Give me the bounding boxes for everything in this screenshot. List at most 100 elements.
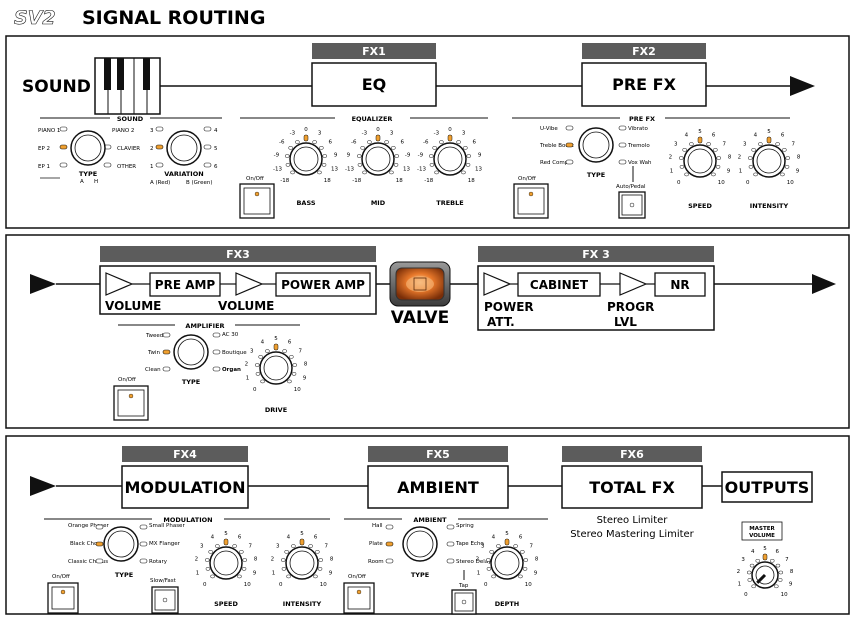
- knob-body[interactable]: [285, 546, 319, 580]
- led-active-icon: [385, 541, 394, 547]
- tick-mark: [755, 558, 760, 563]
- fx6-header: [562, 446, 702, 462]
- tick-label: 3: [674, 141, 678, 147]
- tick-mark: [312, 140, 317, 144]
- tick-mark: [284, 550, 289, 554]
- tick-label: 1: [739, 168, 743, 174]
- knob-pointer: [756, 573, 767, 584]
- sound-panel: SOUND PIANO 1 EP 2 EP 1 PIANO 2 CLAVIER …: [38, 115, 222, 186]
- tick-mark: [706, 142, 711, 146]
- modulation-panel: MODULATION Orange Phaser Black Chorus Cl…: [44, 516, 330, 614]
- knob-body[interactable]: [289, 142, 323, 176]
- prefx-type-label: TYPE: [587, 171, 605, 179]
- ambient-panel: AMBIENT Hall Plate Room Spring Tape Echo…: [343, 516, 548, 615]
- mod-type-knob[interactable]: [103, 526, 139, 562]
- tick-label: 18: [324, 178, 331, 184]
- tick-mark: [496, 544, 501, 548]
- outputs-block[interactable]: [721, 471, 813, 503]
- tick-mark: [291, 372, 297, 376]
- mod-option-classic-chorus: Classic Chorus: [68, 559, 108, 565]
- tick-mark: [428, 154, 434, 158]
- totalfx-block[interactable]: [561, 465, 703, 509]
- fx5-header: [368, 446, 508, 462]
- led-active-icon: [155, 144, 164, 150]
- variation-mark: 4: [214, 128, 218, 134]
- tick-mark: [282, 349, 287, 353]
- poweramp-block[interactable]: [275, 272, 371, 297]
- variation-knob[interactable]: [166, 130, 202, 166]
- nr-block[interactable]: [654, 272, 706, 297]
- master-label-2: VOLUME: [749, 533, 775, 539]
- prefx-type-knob[interactable]: [578, 127, 614, 163]
- mod-option-small-phaser: Small Phaser: [149, 523, 185, 529]
- tick-mark: [281, 567, 287, 571]
- piano-keyboard-icon: [94, 57, 161, 115]
- tick-label: 0: [746, 180, 750, 186]
- prefx-block[interactable]: [581, 62, 707, 107]
- fx1-header: [312, 43, 436, 59]
- ambient-block[interactable]: [367, 465, 509, 509]
- mod-option-black-chorus: Black Chorus: [70, 541, 106, 547]
- tick-label: 5: [505, 531, 509, 537]
- tick-mark: [232, 544, 237, 548]
- tick-label: 7: [530, 543, 534, 549]
- tick-mark: [785, 156, 791, 160]
- knob-body[interactable]: [361, 142, 395, 176]
- tick-mark: [749, 563, 755, 568]
- tick-label: 0: [448, 127, 452, 133]
- knob-ring: [494, 550, 520, 576]
- tick-mark: [204, 558, 210, 562]
- amb-option-room: Room: [368, 559, 384, 565]
- mod-option-rotary: Rotary: [149, 559, 168, 565]
- tick-label: 2: [245, 361, 249, 367]
- eq-block[interactable]: [311, 62, 437, 107]
- tick-label: 0: [376, 127, 380, 133]
- tick-label: 10: [525, 582, 532, 588]
- knob-body[interactable]: [259, 351, 293, 385]
- tick-mark: [491, 574, 496, 579]
- tick-label: 0: [279, 582, 283, 588]
- tick-label: 6: [401, 139, 405, 145]
- volume2-label: VOLUME: [218, 299, 274, 313]
- tick-mark: [317, 170, 322, 175]
- att-label: ATT.: [487, 315, 515, 329]
- tick-mark: [315, 550, 320, 554]
- tick-label: 3: [318, 130, 322, 136]
- amb-type-knob[interactable]: [402, 526, 438, 562]
- tick-label: 2: [271, 556, 275, 562]
- row2-input-arrow-icon: [30, 274, 56, 294]
- tick-label: 0: [744, 592, 748, 598]
- mod-option-mx-flanger: MX Flanger: [149, 541, 181, 547]
- tick-label: -3: [362, 130, 368, 136]
- knob-body[interactable]: [490, 546, 524, 580]
- tick-mark: [318, 558, 324, 562]
- progr-label: PROGR: [607, 300, 654, 314]
- led-active-icon: [95, 541, 104, 547]
- tick-label: 0: [484, 582, 488, 588]
- led-active-icon: [504, 538, 510, 546]
- nr-label: NR: [670, 278, 689, 292]
- sound-type-knob[interactable]: [70, 130, 106, 166]
- tick-label: 5: [698, 129, 702, 135]
- knob-body[interactable]: [433, 142, 467, 176]
- tick-mark: [456, 140, 461, 144]
- knob-body[interactable]: [683, 144, 717, 178]
- knob-body[interactable]: [209, 546, 243, 580]
- knob-body[interactable]: [752, 144, 786, 178]
- fx4-header-text: FX4: [173, 448, 197, 461]
- bass-label: BASS: [296, 199, 315, 207]
- modulation-block[interactable]: [121, 465, 249, 509]
- amp-type-knob[interactable]: [173, 334, 209, 370]
- tick-label: 9: [534, 570, 538, 576]
- tick-mark: [715, 165, 721, 169]
